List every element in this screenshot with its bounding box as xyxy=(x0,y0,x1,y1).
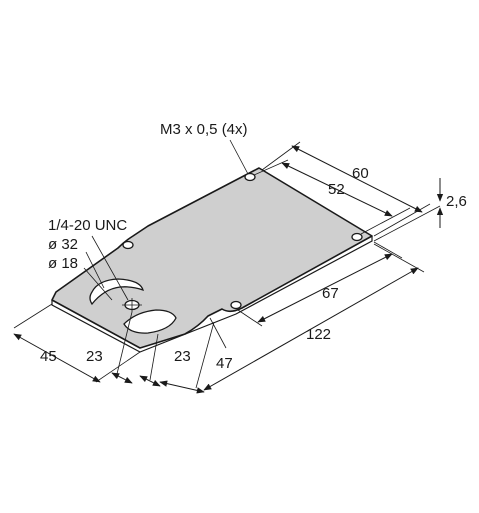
ext-line-left-corner xyxy=(13,303,53,329)
leader-d32 xyxy=(85,251,105,289)
dim-line-23a xyxy=(111,372,133,384)
ext-line-bottom-hole xyxy=(237,309,263,327)
label-dia-32: ø 32 xyxy=(48,236,78,253)
label-dim-23b: 23 xyxy=(174,348,191,365)
ext-line-notch xyxy=(209,317,227,349)
m3-hole-top xyxy=(244,172,256,182)
ext-line-67-right xyxy=(373,241,403,259)
ext-line-center-down xyxy=(115,311,133,379)
ext-line-right-bottom xyxy=(373,205,441,242)
m3-hole-right xyxy=(351,232,363,242)
dim-line-47 xyxy=(159,380,205,394)
dim-line-122 xyxy=(203,267,419,391)
dim-line-45 xyxy=(13,333,101,383)
ext-line-top-corner xyxy=(261,141,301,171)
label-dim-thickness: 2,6 xyxy=(446,193,467,210)
ext-line-left-bottom xyxy=(95,351,141,383)
dim-line-23b xyxy=(139,375,161,387)
m3-hole-left xyxy=(122,240,134,250)
leader-d18 xyxy=(83,267,113,301)
dim-line-52 xyxy=(281,162,393,217)
arc-slot-lower xyxy=(123,309,177,334)
label-dim-47: 47 xyxy=(216,355,233,372)
ext-line-notch-down xyxy=(195,321,215,389)
ext-line-hole-top xyxy=(253,159,289,176)
ext-line-122-right xyxy=(373,243,425,273)
m3-hole-bottom xyxy=(230,300,242,310)
center-cross-mark xyxy=(122,298,142,312)
label-dim-122: 122 xyxy=(306,326,331,343)
label-dim-60: 60 xyxy=(352,165,369,182)
label-dim-67: 67 xyxy=(322,285,339,302)
label-dim-52: 52 xyxy=(328,181,345,198)
label-m3-holes: M3 x 0,5 (4x) xyxy=(160,121,248,138)
ext-line-slot-down xyxy=(149,333,159,381)
label-dim-23a: 23 xyxy=(86,348,103,365)
ext-line-right-corner xyxy=(373,203,431,237)
leader-m3 xyxy=(229,139,249,175)
label-dim-45: 45 xyxy=(40,348,57,365)
label-unc-thread: 1/4-20 UNC xyxy=(48,217,127,234)
label-dia-18: ø 18 xyxy=(48,255,78,272)
leader-unc xyxy=(91,235,129,301)
arc-slot-upper xyxy=(89,278,144,306)
ext-line-hole-right xyxy=(360,207,411,235)
